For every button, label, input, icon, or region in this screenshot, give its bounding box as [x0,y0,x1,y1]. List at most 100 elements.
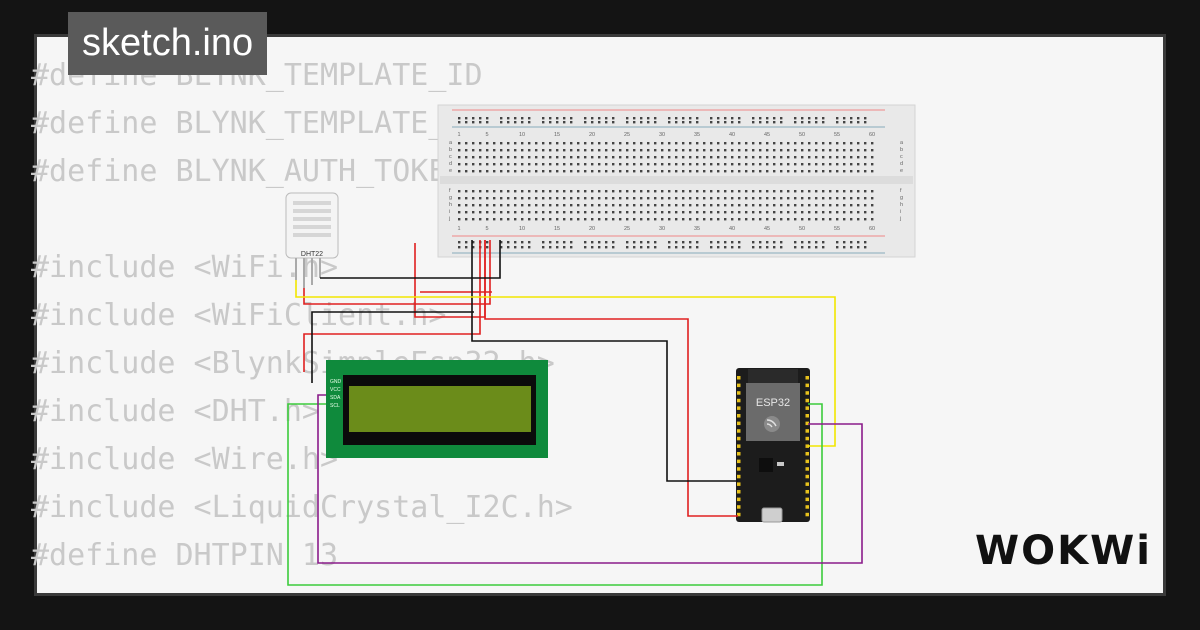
esp32-pin[interactable] [805,406,810,410]
breadboard-number: 40 [729,132,735,138]
esp32-pin[interactable] [805,452,810,456]
esp32-pin[interactable] [737,398,741,403]
lcd-pin-scl: SCL [330,403,340,409]
breadboard-number: 60 [869,226,875,232]
wire-black [471,240,738,482]
esp32-pin[interactable] [737,490,741,494]
esp32-pin[interactable] [805,376,810,380]
esp32-pin[interactable] [805,391,810,395]
wokwi-logo: WOKWi [975,528,1152,574]
breadboard-row-label: f [449,188,451,194]
lcd-pin-sda: SDA [330,395,341,401]
breadboard-row-label: g [449,195,452,201]
code-line: #include <LiquidCrystal_I2C.h> [31,490,573,525]
wire-red [303,240,491,305]
esp32-pin[interactable] [805,482,810,486]
breadboard-number: 55 [834,226,840,232]
esp32-pin[interactable] [737,391,741,395]
breadboard-number: 35 [694,132,700,138]
breadboard-number: 40 [729,226,735,232]
breadboard-number: 25 [624,132,630,138]
esp32-pin[interactable] [805,436,810,441]
breadboard-row-label: h [900,202,903,208]
breadboard-number: 30 [659,226,665,232]
breadboard-row-label: j [899,216,901,222]
breadboard-row-label: f [900,188,902,194]
breadboard-number: 5 [485,226,488,232]
esp32-pin[interactable] [737,482,741,486]
esp32-pin[interactable] [805,459,810,464]
breadboard-row-label: i [900,209,901,215]
esp32-pin[interactable] [737,467,741,471]
esp32-pin[interactable] [805,414,810,418]
esp32-pin[interactable] [805,444,810,448]
wire-red [303,240,481,372]
breadboard-row-label: d [900,161,903,167]
lcd-pin-vcc: VCC [330,387,341,393]
breadboard-row-label: d [449,161,452,167]
lcd-pin-gnd: GND [330,379,342,385]
breadboard-number: 50 [799,226,805,232]
breadboard: 1155101015152020252530303535404045455050… [437,104,916,258]
esp32-pin[interactable] [737,444,741,448]
esp32-pin[interactable] [805,505,810,509]
breadboard-row-label: b [900,147,903,153]
esp32-label: ESP32 [756,397,790,409]
esp32-pin[interactable] [737,421,741,426]
esp32-pin[interactable] [737,383,741,388]
esp32-pin[interactable] [737,452,741,456]
dht22-sensor[interactable]: DHT22 [285,192,339,288]
breadboard-number: 45 [764,132,770,138]
code-line: #include <DHT.h> [31,394,320,429]
esp32-pin[interactable] [737,497,741,502]
breadboard-number: 15 [554,226,560,232]
breadboard-number: 25 [624,226,630,232]
dht22-label: DHT22 [301,251,323,258]
breadboard-number: 20 [589,226,595,232]
breadboard-row-label: c [449,154,452,160]
esp32-pin[interactable] [805,398,810,403]
esp32-pin[interactable] [737,376,741,380]
breadboard-number: 30 [659,132,665,138]
esp32-pin[interactable] [737,459,741,464]
breadboard-number: 45 [764,226,770,232]
breadboard-row-label: e [900,168,903,174]
esp32-pin[interactable] [737,512,741,517]
esp32-pin[interactable] [805,490,810,494]
esp32-pin[interactable] [737,436,741,441]
esp32-pin[interactable] [805,467,810,471]
esp32-pin[interactable] [805,429,810,433]
breadboard-number: 20 [589,132,595,138]
breadboard-row-label: c [900,154,903,160]
breadboard-number: 15 [554,132,560,138]
esp32-pin[interactable] [805,512,810,517]
esp32-pin[interactable] [737,429,741,433]
wire-yellow [295,280,836,447]
esp32-pin[interactable] [737,474,741,479]
breadboard-row-label: j [448,216,450,222]
breadboard-row-label: i [449,209,450,215]
esp32-pin[interactable] [805,421,810,426]
esp32-pin[interactable] [737,406,741,410]
breadboard-row-label: b [449,147,452,153]
lcd-16x2[interactable]: GND VCC SDA SCL [326,360,548,458]
esp32-board[interactable]: ESP32 [736,368,810,523]
breadboard-number: 10 [519,132,525,138]
esp32-pin[interactable] [737,505,741,509]
breadboard-row-label: e [449,168,452,174]
espressif-logo-icon [764,416,780,432]
breadboard-row-label: a [900,140,904,146]
breadboard-row-label: h [449,202,452,208]
file-tab-sketch[interactable]: sketch.ino [68,12,268,75]
esp32-pin[interactable] [737,414,741,418]
breadboard-number: 55 [834,132,840,138]
esp32-pin[interactable] [805,383,810,388]
code-line: #define DHTPIN 13 [31,538,339,573]
wires [287,240,863,586]
esp32-pin[interactable] [805,474,810,479]
breadboard-number: 10 [519,226,525,232]
esp32-pin[interactable] [805,497,810,502]
breadboard-number: 60 [869,132,875,138]
breadboard-number: 1 [457,132,460,138]
